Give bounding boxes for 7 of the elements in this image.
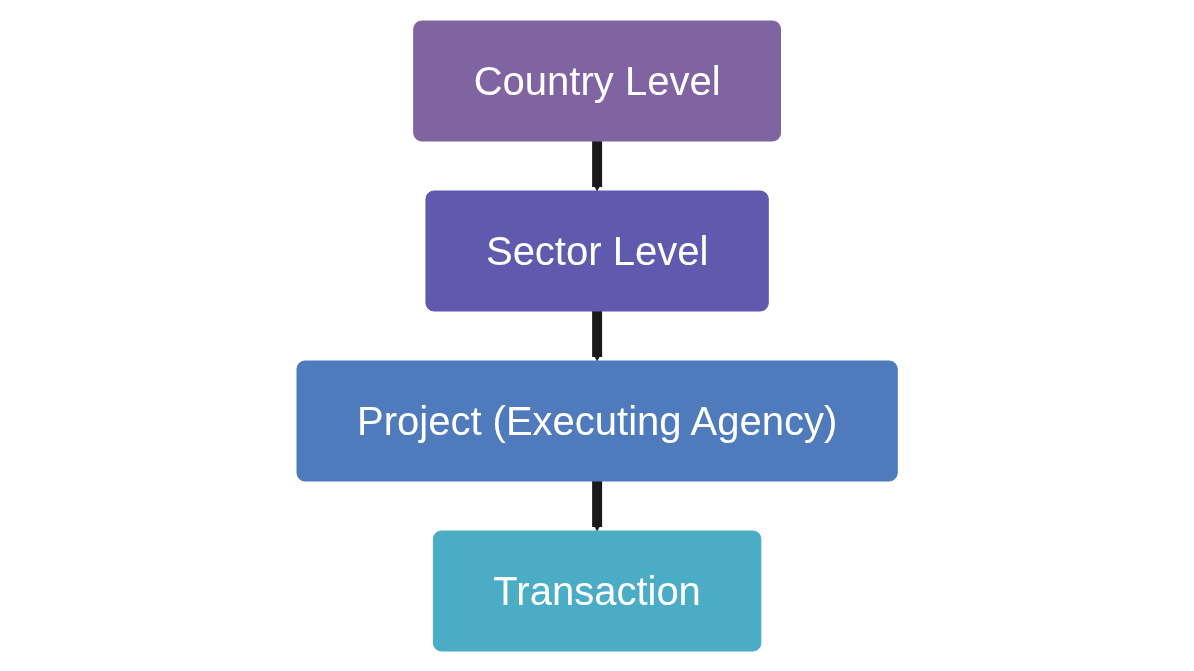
arrow [592,479,602,531]
node-box: Transaction [432,530,762,651]
arrow [592,139,602,191]
node-box: Sector Level [425,190,769,311]
node-box: Country Level [413,20,781,141]
arrow [592,309,602,361]
node-box: Project (Executing Agency) [296,360,898,481]
